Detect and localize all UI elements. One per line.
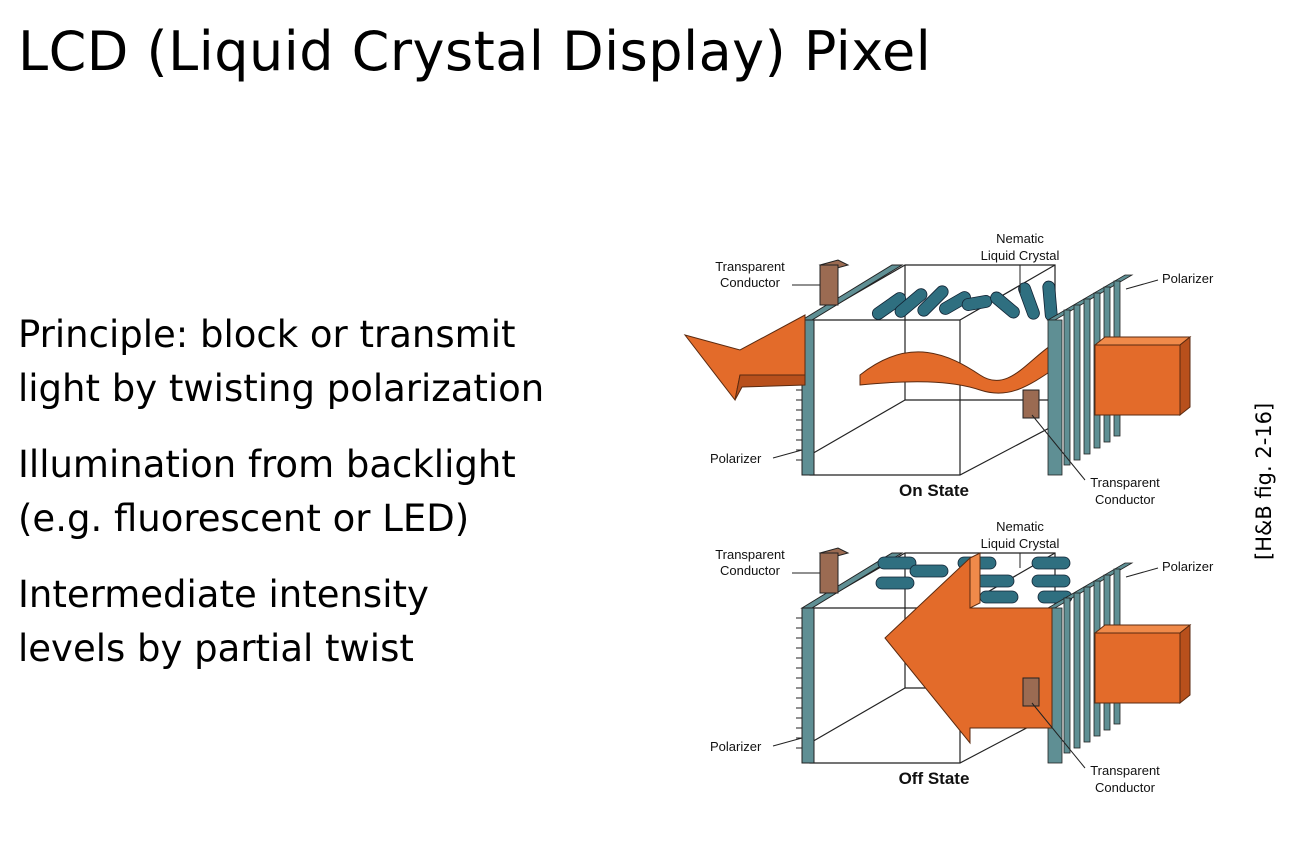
on-state-diagram: Transparent Conductor Nematic Liquid Cry… [683,231,1214,507]
bullet-line: Illumination from backlight [18,443,516,486]
on-polarizer-left-label: Polarizer [710,451,762,466]
on-nematic-label-2: Liquid Crystal [981,248,1060,263]
on-conductor-top-label-2: Conductor [720,275,781,290]
bullet-line: Principle: block or transmit [18,313,516,356]
lcd-pixel-figure: Transparent Conductor Nematic Liquid Cry… [683,231,1214,795]
bullet-intermediate: Intermediate intensity levels by partial… [18,568,618,676]
bullet-principle: Principle: block or transmit light by tw… [18,308,618,416]
bullet-line: light by twisting polarization [18,367,545,410]
bullet-illumination: Illumination from backlight (e.g. fluore… [18,438,618,546]
bullet-line: Intermediate intensity [18,573,429,616]
off-conductor-bottom-label-1: Transparent [1090,763,1160,778]
off-nematic-label-1: Nematic [996,519,1044,534]
off-state-label: Off State [899,769,970,788]
off-state-diagram: Transparent Conductor Nematic Liquid Cry… [710,519,1214,795]
off-conductor-top-label-1: Transparent [715,547,785,562]
on-state-label: On State [899,481,969,500]
figure-citation: [H&B fig. 2-16] [1252,402,1276,560]
on-conductor-top-label-1: Transparent [715,259,785,274]
bullet-list: Principle: block or transmit light by tw… [18,308,618,698]
slide-title: LCD (Liquid Crystal Display) Pixel [18,20,932,83]
off-polarizer-right-label: Polarizer [1162,559,1214,574]
off-conductor-top-label-2: Conductor [720,563,781,578]
bullet-line: (e.g. fluorescent or LED) [18,497,470,540]
off-conductor-bottom-label-2: Conductor [1095,780,1156,795]
on-conductor-bottom-label-2: Conductor [1095,492,1156,507]
on-nematic-label-1: Nematic [996,231,1044,246]
bullet-line: levels by partial twist [18,627,414,670]
on-polarizer-right-label: Polarizer [1162,271,1214,286]
off-polarizer-left-label: Polarizer [710,739,762,754]
off-nematic-label-2: Liquid Crystal [981,536,1060,551]
on-conductor-bottom-label-1: Transparent [1090,475,1160,490]
